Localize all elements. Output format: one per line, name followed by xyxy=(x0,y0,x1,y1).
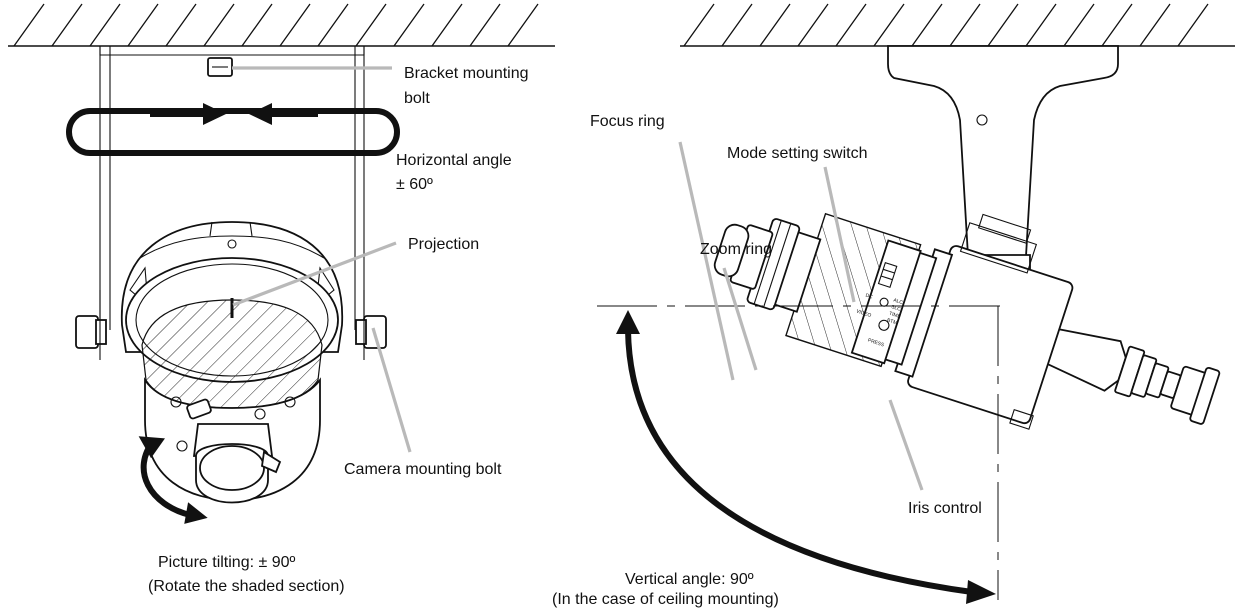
left-figure: Bracket mounting bolt Horizontal angle ±… xyxy=(8,3,555,595)
ceiling-hatch-mark xyxy=(721,3,753,47)
ceiling-hatch-mark xyxy=(317,3,349,47)
left-camera-body xyxy=(75,221,387,504)
ceiling-hatch-mark xyxy=(911,3,943,47)
ceiling-hatch-mark xyxy=(1063,3,1095,47)
ceiling-hatch-mark xyxy=(165,3,197,47)
svg-text:ALC: ALC xyxy=(892,297,903,306)
ceiling-hatch-mark xyxy=(13,3,45,47)
horizontal-rotation-arrows xyxy=(66,103,400,156)
bracket-bolt-label-2: bolt xyxy=(404,90,430,107)
svg-text:TIME: TIME xyxy=(888,311,902,321)
ceiling-hatch-mark xyxy=(431,3,463,47)
ceiling-hatch-mark xyxy=(203,3,235,47)
vertical-angle-note: (In the case of ceiling mounting) xyxy=(552,591,779,608)
ceiling-hatch-mark xyxy=(797,3,829,47)
vertical-angle-arrow xyxy=(625,329,973,595)
bracket-bolt-label: Bracket mounting xyxy=(404,65,529,82)
ceiling-hatch-mark xyxy=(393,3,425,47)
mode-switch-label: Mode setting switch xyxy=(727,145,868,162)
ceiling-hatch-mark xyxy=(873,3,905,47)
horizontal-angle-label: Horizontal angle xyxy=(396,152,512,169)
ceiling-hatch-mark xyxy=(507,3,539,47)
right-figure: DC VIDEO ALC SLC TIME BTM PRESS Focus ri… xyxy=(552,3,1235,608)
right-ceiling xyxy=(680,3,1235,47)
iris-control-label: Iris control xyxy=(908,500,982,517)
right-camera xyxy=(713,212,1221,430)
ceiling-hatch-mark xyxy=(1139,3,1171,47)
ceiling-hatch-mark xyxy=(835,3,867,47)
ceiling-hatch-mark xyxy=(127,3,159,47)
picture-tilting-note: (Rotate the shaded section) xyxy=(148,578,345,595)
ceiling-hatch-mark xyxy=(949,3,981,47)
ceiling-hatch-mark xyxy=(683,3,715,47)
horizontal-angle-value: ± 60º xyxy=(396,176,433,193)
ceiling-hatch-mark xyxy=(1025,3,1057,47)
svg-text:VIDEO: VIDEO xyxy=(855,308,872,319)
ceiling-hatch-mark xyxy=(241,3,273,47)
ceiling-hatch-mark xyxy=(279,3,311,47)
picture-tilting-label: Picture tilting: ± 90º xyxy=(158,554,296,571)
ceiling-hatch-mark xyxy=(51,3,83,47)
camera-bolt-label: Camera mounting bolt xyxy=(344,461,502,478)
left-side-bolt xyxy=(75,315,99,349)
projection-label: Projection xyxy=(408,236,479,253)
switch-printing: DC VIDEO ALC SLC TIME BTM PRESS xyxy=(855,293,904,349)
vertical-angle-label: Vertical angle: 90º xyxy=(625,571,754,588)
focus-ring-label: Focus ring xyxy=(590,113,665,130)
svg-text:PRESS: PRESS xyxy=(867,337,886,348)
ceiling-hatch-mark xyxy=(89,3,121,47)
svg-text:BTM: BTM xyxy=(886,317,898,326)
left-ceiling xyxy=(8,3,555,47)
ceiling-hatch-mark xyxy=(469,3,501,47)
ceiling-hatch-mark xyxy=(1177,3,1209,47)
ceiling-hatch-mark xyxy=(759,3,791,47)
ceiling-hatch-mark xyxy=(1101,3,1133,47)
ceiling-hatch-mark xyxy=(355,3,387,47)
svg-text:SLC: SLC xyxy=(890,304,901,313)
zoom-ring-label: Zoom ring xyxy=(700,241,772,258)
svg-text:DC: DC xyxy=(865,293,874,301)
ceiling-hatch-mark xyxy=(987,3,1019,47)
